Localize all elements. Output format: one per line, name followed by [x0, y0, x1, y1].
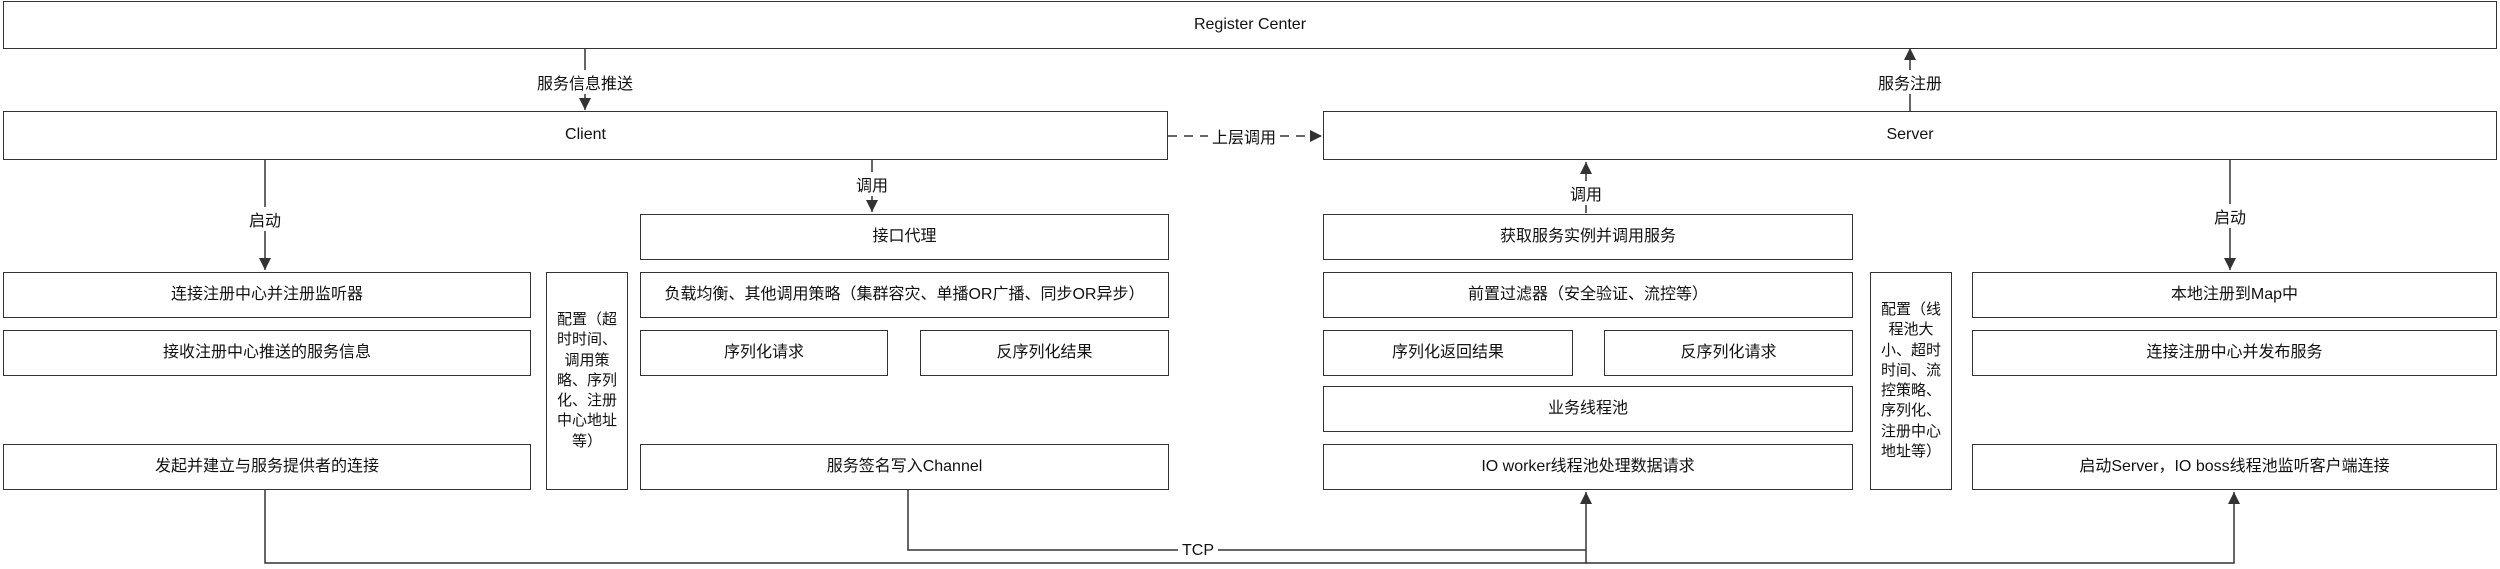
server-config-label: 配置（线程池大小、超时时间、流控策略、序列化、注册中心地址等）	[1880, 301, 1941, 460]
serialize-result-label: 序列化返回结果	[1391, 343, 1504, 361]
initiate-connection-label: 发起并建立与服务提供者的连接	[154, 457, 379, 475]
server-label: Server	[1886, 126, 1934, 144]
upper-call-label: 上层调用	[1207, 124, 1281, 148]
serialize-request-label: 序列化请求	[723, 343, 804, 361]
biz-pool-label: 业务线程池	[1547, 399, 1628, 417]
write-channel-box: 服务签名写入Channel	[640, 444, 1169, 490]
interface-proxy-box: 接口代理	[640, 214, 1169, 260]
write-channel-label: 服务签名写入Channel	[826, 457, 983, 475]
client-box: Client	[3, 111, 1168, 160]
get-instance-box: 获取服务实例并调用服务	[1323, 214, 1853, 260]
serialize-result-box: 序列化返回结果	[1323, 330, 1573, 376]
load-balance-box: 负载均衡、其他调用策略（集群容灾、单播OR广播、同步OR异步）	[640, 272, 1169, 318]
connect-publish-box: 连接注册中心并发布服务	[1972, 330, 2497, 376]
server-call-label: 调用	[1565, 181, 1607, 205]
client-config-box: 配置（超时时间、调用策略、序列化、注册中心地址等）	[546, 272, 628, 490]
load-balance-label: 负载均衡、其他调用策略（集群容灾、单播OR广播、同步OR异步）	[664, 285, 1145, 303]
server-config-box: 配置（线程池大小、超时时间、流控策略、序列化、注册中心地址等）	[1870, 272, 1952, 490]
serialize-request-box: 序列化请求	[640, 330, 888, 376]
connect-publish-label: 连接注册中心并发布服务	[2146, 343, 2323, 361]
push-info-label: 服务信息推送	[532, 70, 638, 94]
start-server-box: 启动Server，IO boss线程池监听客户端连接	[1972, 444, 2497, 490]
connect-registry-box: 连接注册中心并注册监听器	[3, 272, 531, 318]
edge-tcp-server	[1586, 492, 2240, 564]
register-map-label: 本地注册到Map中	[2170, 285, 2299, 303]
tcp-label: TCP	[1178, 542, 1218, 560]
register-map-box: 本地注册到Map中	[1972, 272, 2497, 318]
client-call-label: 调用	[851, 172, 893, 196]
service-register-label: 服务注册	[1873, 70, 1947, 94]
io-worker-box: IO worker线程池处理数据请求	[1323, 444, 1853, 490]
server-start-label: 启动	[2209, 204, 2251, 228]
biz-pool-box: 业务线程池	[1323, 386, 1853, 432]
register-center-box: Register Center	[3, 1, 2497, 49]
receive-info-box: 接收注册中心推送的服务信息	[3, 330, 531, 376]
pre-filter-box: 前置过滤器（安全验证、流控等）	[1323, 272, 1853, 318]
edge-tcp-client	[264, 490, 1592, 564]
interface-proxy-label: 接口代理	[872, 227, 937, 245]
deserialize-result-label: 反序列化结果	[996, 343, 1093, 361]
register-center-label: Register Center	[1193, 15, 1307, 33]
io-worker-label: IO worker线程池处理数据请求	[1481, 457, 1695, 475]
initiate-connection-box: 发起并建立与服务提供者的连接	[3, 444, 531, 490]
deserialize-request-label: 反序列化请求	[1680, 343, 1777, 361]
client-label: Client	[565, 126, 606, 144]
pre-filter-label: 前置过滤器（安全验证、流控等）	[1467, 285, 1708, 303]
start-server-label: 启动Server，IO boss线程池监听客户端连接	[2079, 457, 2390, 475]
edge-tcp-channel	[907, 490, 1586, 551]
client-start-label: 启动	[244, 207, 286, 231]
deserialize-request-box: 反序列化请求	[1604, 330, 1853, 376]
receive-info-label: 接收注册中心推送的服务信息	[162, 343, 371, 361]
get-instance-label: 获取服务实例并调用服务	[1499, 227, 1676, 245]
connect-registry-label: 连接注册中心并注册监听器	[170, 285, 363, 303]
deserialize-result-box: 反序列化结果	[920, 330, 1169, 376]
server-box: Server	[1323, 111, 2497, 160]
client-config-label: 配置（超时时间、调用策略、序列化、注册中心地址等）	[556, 311, 617, 450]
